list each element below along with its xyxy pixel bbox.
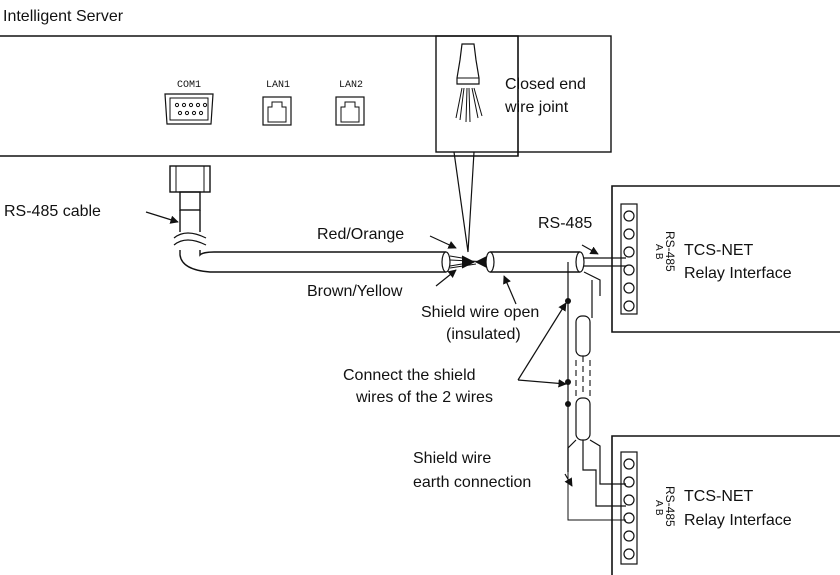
relay1-name-line1: TCS-NET [684, 242, 754, 259]
relay2-name-line1: TCS-NET [684, 488, 754, 505]
lan1-label: LAN1 [266, 80, 291, 91]
relay-box-2 [611, 435, 840, 575]
terminal-block-2 [620, 451, 638, 565]
server-title: Intelligent Server [3, 8, 124, 25]
closed-end-label-line2: wire joint [505, 99, 569, 116]
terminal-block-1 [620, 203, 638, 315]
server-box [0, 35, 519, 157]
relay1-terminal-label: RS-485 [663, 231, 677, 272]
earth-label-line1: Shield wire [413, 450, 492, 467]
rs485-cable [169, 165, 451, 273]
relay-box-1 [611, 185, 840, 333]
relay2-ab-label: A B [653, 500, 664, 516]
relay1-ab-label: A B [653, 244, 664, 260]
brown-yellow-label: Brown/Yellow [307, 283, 403, 300]
shield-open-label-line2: (insulated) [446, 326, 521, 343]
rs485-cable-segment [485, 251, 626, 296]
earth-label-line2: earth connection [413, 474, 532, 491]
closed-end-joint-icon [455, 43, 483, 123]
shield-run [565, 262, 626, 521]
shield-open-label-line1: Shield wire open [421, 304, 540, 321]
rs485-label: RS-485 [538, 215, 593, 232]
red-orange-label: Red/Orange [317, 226, 405, 243]
com1-port-icon [164, 93, 214, 125]
connect-shield-label-line1: Connect the shield [343, 367, 476, 384]
connect-shield-label-line2: wires of the 2 wires [356, 389, 493, 406]
com1-label: COM1 [177, 80, 202, 91]
relay2-name-line2: Relay Interface [684, 512, 792, 529]
closed-end-label-line1: Closed end [505, 76, 586, 93]
lan2-label: LAN2 [339, 80, 364, 91]
joint-inset-box [435, 35, 612, 153]
relay1-name-line2: Relay Interface [684, 265, 792, 282]
relay2-terminal-label: RS-485 [663, 486, 677, 527]
lan1-port-icon [262, 96, 292, 126]
lan2-port-icon [335, 96, 365, 126]
rs485-cable-label: RS-485 cable [4, 203, 101, 220]
